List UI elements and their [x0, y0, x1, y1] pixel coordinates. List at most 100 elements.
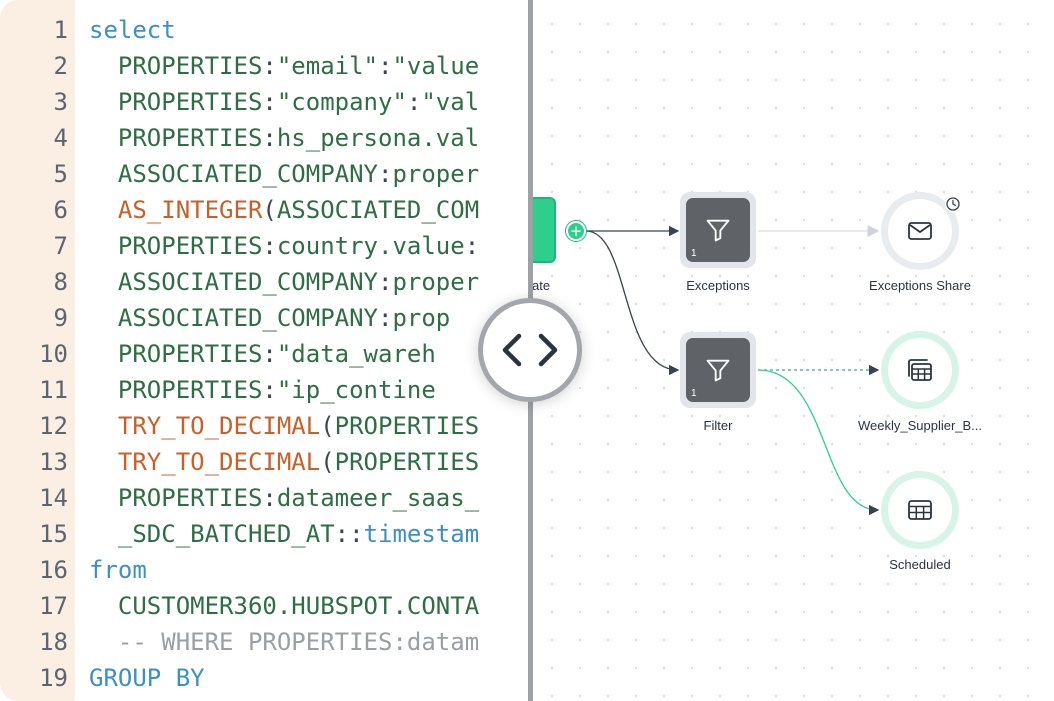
- exceptions-node-count: 1: [691, 248, 697, 259]
- code-text: _SDC_BATCHED_AT::timestam: [89, 516, 479, 552]
- line-number: 15: [39, 520, 68, 548]
- code-token: ASSOCIATED_COMPANY: [117, 268, 378, 296]
- code-token: PROPERTIES: [117, 232, 263, 260]
- code-text: PROPERTIES:hs_persona.val: [89, 120, 479, 156]
- filter-icon: [706, 219, 730, 242]
- line-number: 19: [39, 664, 68, 692]
- code-token: (: [320, 448, 335, 476]
- code-token: "company": [276, 88, 407, 116]
- code-token: :: [262, 232, 277, 260]
- line-number: 8: [53, 268, 68, 296]
- weekly-supplier-node[interactable]: [881, 331, 959, 409]
- code-text: from: [89, 552, 147, 588]
- code-token: PROPERTIES: [334, 448, 480, 476]
- line-number: 11: [39, 376, 68, 404]
- line-number: 10: [39, 340, 68, 368]
- code-token: :: [464, 232, 480, 260]
- code-text: ASSOCIATED_COMPANY:prop: [89, 300, 450, 336]
- line-number: 4: [53, 124, 68, 152]
- code-token: PROPERTIES: [117, 52, 263, 80]
- code-token: :: [262, 376, 277, 404]
- code-token: country.value: [276, 232, 465, 260]
- filter-node-count: 1: [691, 388, 697, 399]
- filter-node-label: Filter: [703, 418, 733, 433]
- split-handle-button[interactable]: [478, 298, 582, 402]
- code-text: PROPERTIES:"ip_contine: [89, 372, 436, 408]
- code-token: :: [262, 484, 277, 512]
- table-icon: [908, 500, 932, 520]
- line-number: 2: [53, 52, 68, 80]
- edge-source-filter: [585, 230, 680, 376]
- code-text: PROPERTIES:"data_wareh: [89, 336, 436, 372]
- code-token: prop: [392, 304, 451, 332]
- line-number-gutter: [0, 0, 75, 701]
- filter-node[interactable]: 1: [680, 332, 756, 408]
- code-text: CUSTOMER360.HUBSPOT.CONTA: [89, 588, 479, 624]
- code-token: :: [262, 340, 277, 368]
- code-token: :: [378, 160, 393, 188]
- code-token: PROPERTIES: [117, 124, 263, 152]
- source-node-label: ate: [532, 278, 551, 293]
- line-number: 18: [39, 628, 68, 656]
- code-text: TRY_TO_DECIMAL(PROPERTIES: [89, 444, 479, 480]
- code-text: AS_INTEGER(ASSOCIATED_COM: [89, 192, 479, 228]
- code-text: GROUP BY: [89, 660, 205, 696]
- code-token: _SDC_BATCHED_AT: [117, 520, 335, 548]
- code-brackets-icon: [502, 333, 558, 367]
- code-token: (: [320, 412, 335, 440]
- code-token: TRY_TO_DECIMAL: [117, 412, 321, 440]
- scheduled-node[interactable]: [881, 471, 959, 549]
- code-text: ASSOCIATED_COMPANY:proper: [89, 264, 479, 300]
- code-token: :: [262, 52, 277, 80]
- line-number: 13: [39, 448, 68, 476]
- code-token: :: [406, 88, 422, 116]
- code-text: TRY_TO_DECIMAL(PROPERTIES: [89, 408, 479, 444]
- code-token: "ip_contine: [276, 376, 436, 404]
- edge-filter-scheduled: [757, 369, 880, 516]
- code-token: PROPERTIES: [117, 484, 263, 512]
- exceptions-share-node-label: Exceptions Share: [869, 278, 971, 293]
- line-number: 1: [53, 16, 68, 44]
- table-stack-icon: [908, 359, 932, 381]
- line-number: 12: [39, 412, 68, 440]
- code-text: PROPERTIES:"company":"val: [89, 84, 479, 120]
- line-number: 5: [53, 160, 68, 188]
- code-token: PROPERTIES: [334, 412, 480, 440]
- code-token: PROPERTIES: [117, 88, 263, 116]
- filter-icon: [706, 359, 730, 382]
- code-token: ::: [334, 520, 364, 548]
- code-token: ASSOCIATED_COMPANY: [117, 304, 378, 332]
- line-number: 6: [53, 196, 68, 224]
- code-token: PROPERTIES: [117, 340, 263, 368]
- exceptions-node[interactable]: 1: [680, 192, 756, 268]
- code-token: AS_INTEGER: [117, 196, 263, 224]
- code-text: ASSOCIATED_COMPANY:proper: [89, 156, 479, 192]
- line-number: 16: [39, 556, 68, 584]
- code-token: "value: [392, 52, 480, 80]
- code-token: datameer_saas_: [276, 484, 480, 512]
- weekly-supplier-node-label: Weekly_Supplier_B...: [857, 418, 983, 433]
- code-token: TRY_TO_DECIMAL: [117, 448, 321, 476]
- code-token: select: [89, 16, 176, 44]
- code-text: PROPERTIES:datameer_saas_: [89, 480, 479, 516]
- code-text: PROPERTIES:country.value:: [89, 228, 479, 264]
- code-token: :: [378, 268, 393, 296]
- code-token: :: [262, 124, 277, 152]
- code-token: timestam: [363, 520, 480, 548]
- line-number: 7: [53, 232, 68, 260]
- code-token: (: [262, 196, 277, 224]
- code-token: :: [262, 88, 277, 116]
- code-token: "email": [276, 52, 379, 80]
- code-token: hs_persona.val: [276, 124, 480, 152]
- line-number: 14: [39, 484, 68, 512]
- code-token: proper: [392, 160, 480, 188]
- add-node-button[interactable]: +: [566, 221, 586, 241]
- exceptions-share-node[interactable]: [881, 192, 961, 270]
- code-token: CUSTOMER360.HUBSPOT.CONTA: [117, 592, 480, 620]
- code-token: from: [89, 556, 147, 584]
- code-text: PROPERTIES:"email":"value: [89, 48, 479, 84]
- code-text: select: [89, 12, 176, 48]
- exceptions-node-label: Exceptions: [686, 278, 750, 293]
- clock-icon: [945, 196, 961, 212]
